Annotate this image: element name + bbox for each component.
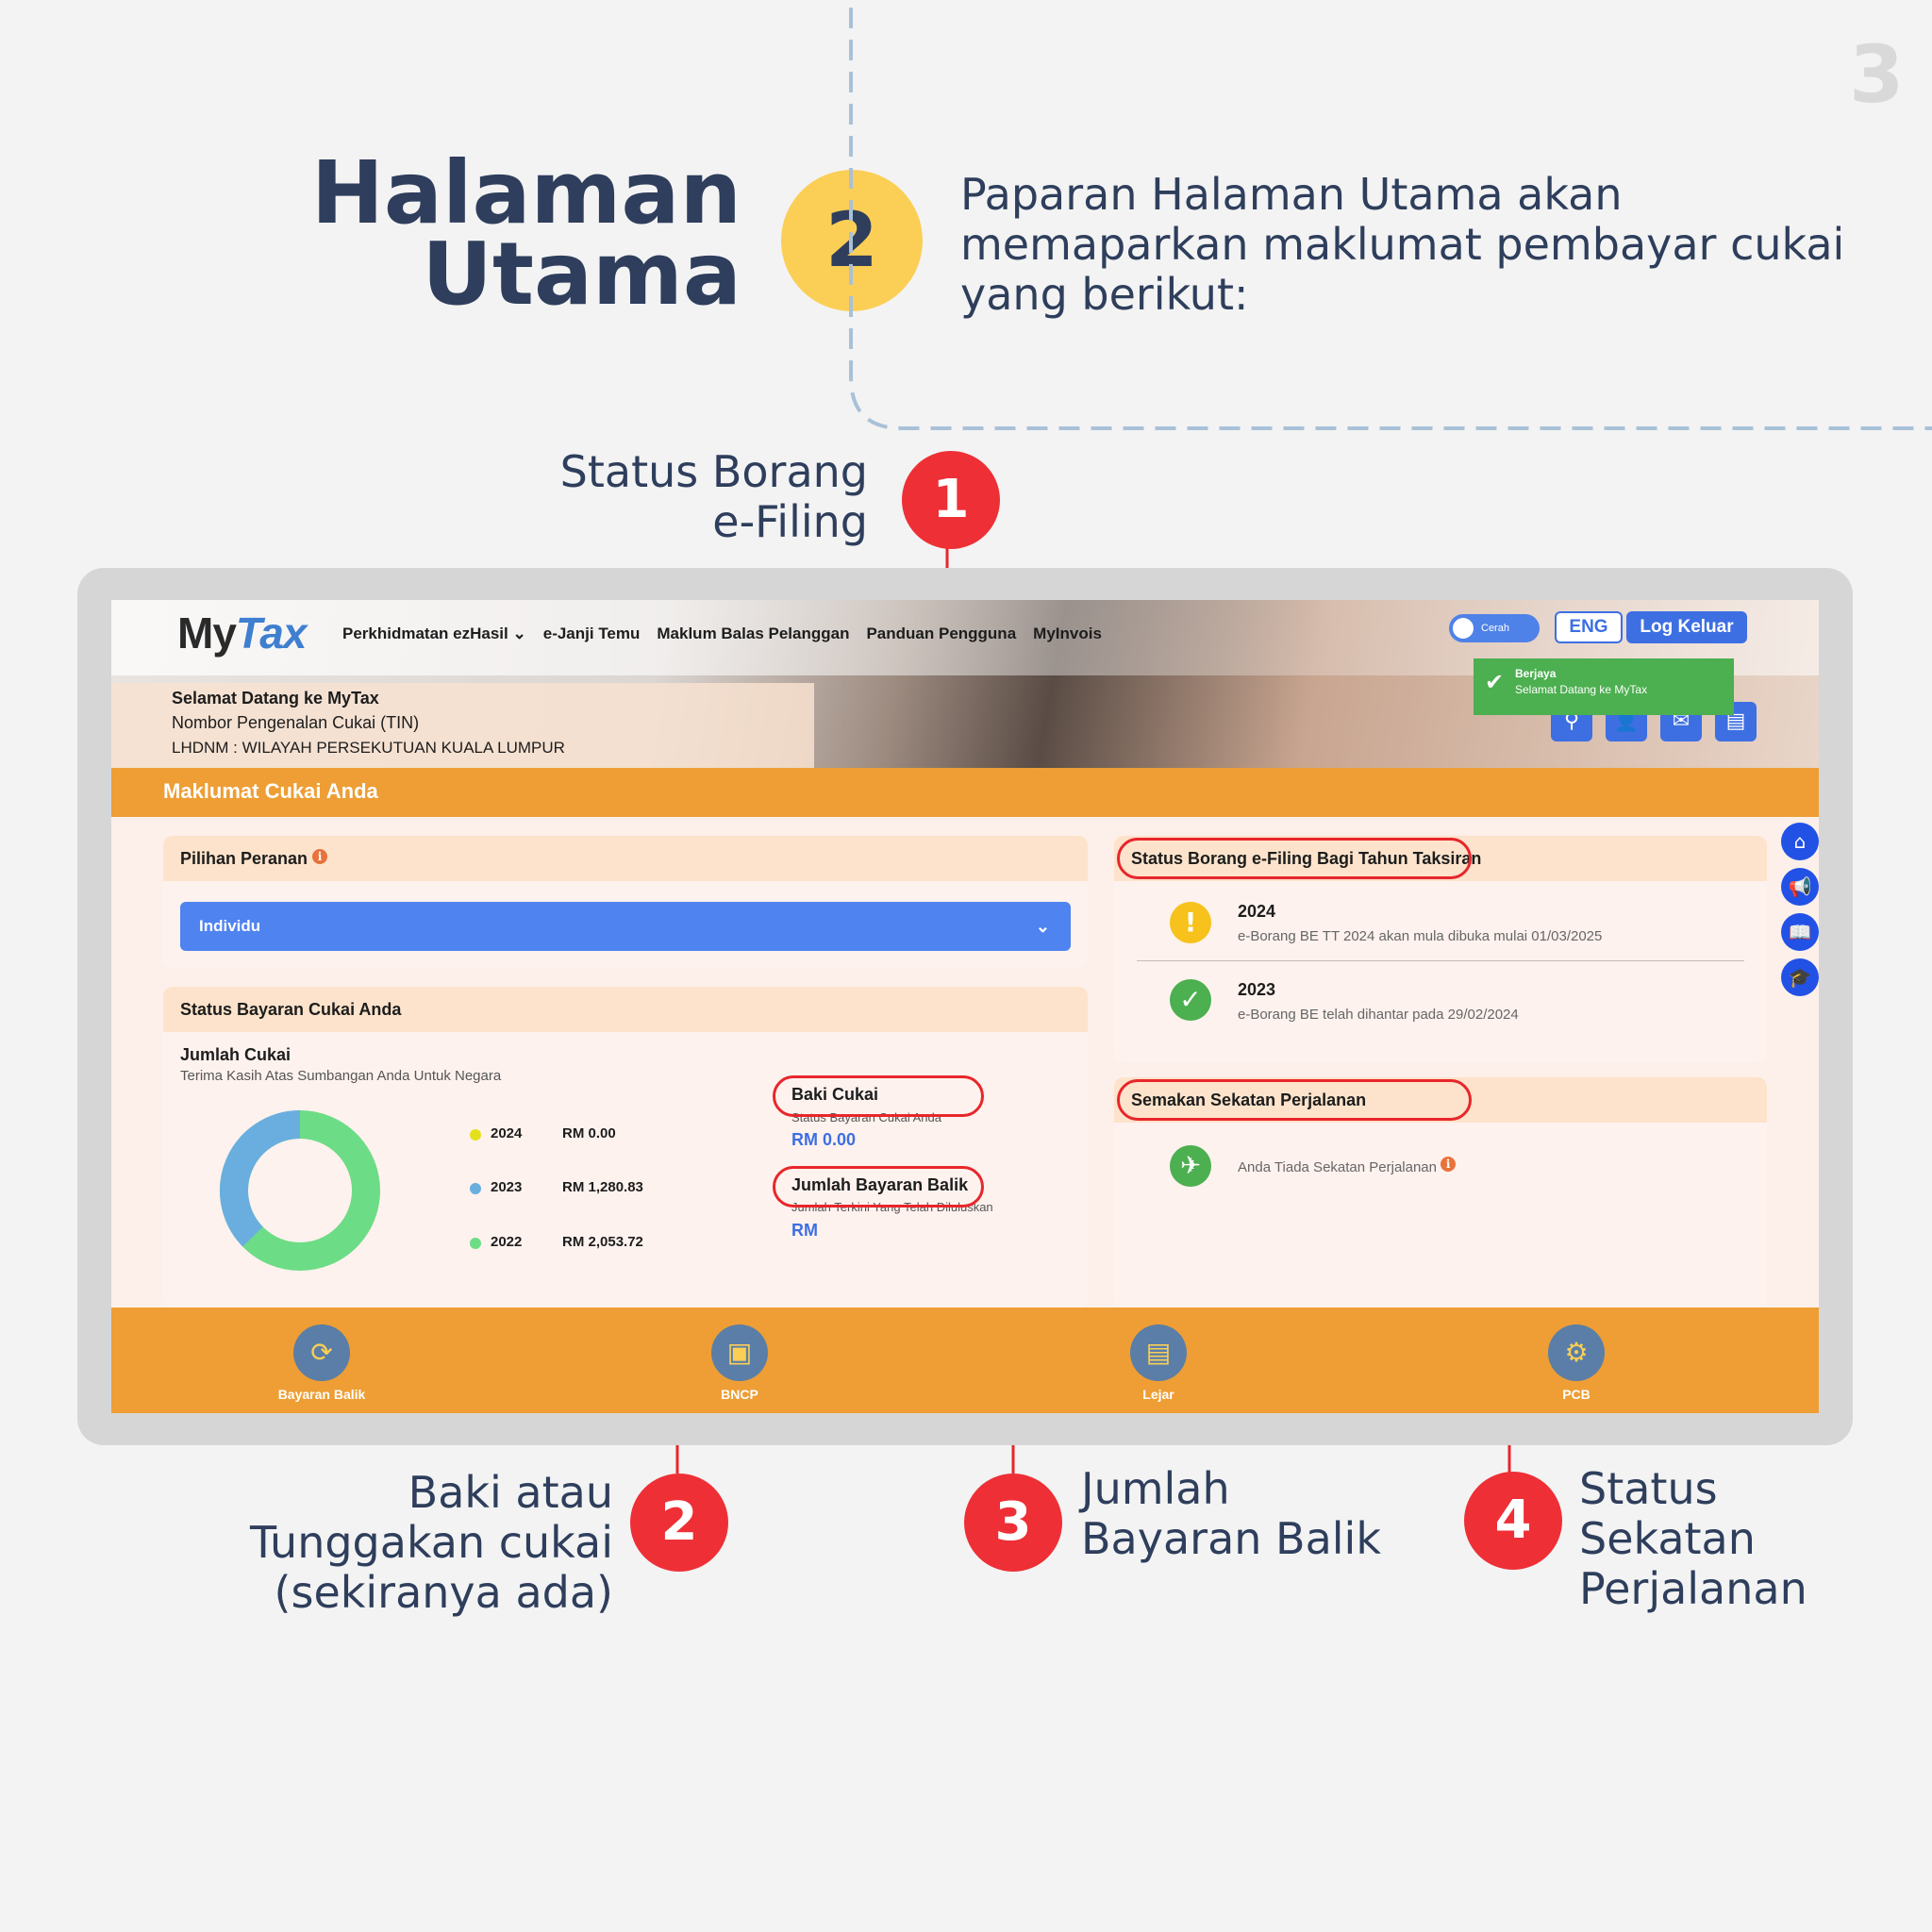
efiling-panel: Status Borang e-Filing Bagi Tahun Taksir…: [1114, 836, 1767, 1062]
balance-subtitle: Status Bayaran Cukai Anda: [791, 1110, 941, 1124]
certificate-icon: ▣: [711, 1324, 768, 1381]
top-nav: Perkhidmatan ezHasil ⌄ e-Janji Temu Makl…: [342, 625, 1102, 643]
side-icons: ⌂ 📢 📖 🎓: [1781, 823, 1819, 996]
section-bar: Maklumat Cukai Anda: [111, 768, 1819, 817]
menu-bayaran-balik[interactable]: ⟳Bayaran Balik: [246, 1324, 397, 1402]
total-tax-title: Jumlah Cukai: [180, 1045, 291, 1064]
efiling-year-2023: 2023: [1238, 980, 1276, 999]
announcement-icon[interactable]: 📢: [1781, 868, 1819, 906]
intro-text: Paparan Halaman Utama akan memaparkan ma…: [960, 169, 1845, 320]
role-select[interactable]: Individu⌄: [180, 902, 1071, 951]
menu-bncp[interactable]: ▣BNCP: [664, 1324, 815, 1402]
theme-toggle[interactable]: Cerah: [1449, 614, 1540, 642]
legend-dot-2023: [470, 1183, 481, 1194]
welcome-text: Selamat Datang ke MyTax: [172, 689, 379, 708]
payment-panel: Status Bayaran Cukai Anda Jumlah Cukai T…: [163, 987, 1088, 1307]
graduation-icon[interactable]: 🎓: [1781, 958, 1819, 996]
info-icon[interactable]: i: [312, 849, 328, 864]
refund-highlight: [773, 1166, 984, 1208]
dashed-divider: [849, 8, 1932, 430]
efiling-desc-2024: e-Borang BE TT 2024 akan mula dibuka mul…: [1238, 928, 1603, 944]
info-icon[interactable]: i: [1441, 1157, 1457, 1172]
callout-3-label: Jumlah Bayaran Balik: [1081, 1463, 1381, 1564]
nav-perkhidmatan-ezhasil[interactable]: Perkhidmatan ezHasil ⌄: [342, 625, 526, 642]
callout-2-label: Baki atau Tunggakan cukai (sekiranya ada…: [249, 1467, 613, 1618]
balance-title: Baki Cukai: [791, 1085, 879, 1104]
mytax-logo[interactable]: MyTax: [177, 608, 307, 658]
book-icon[interactable]: 📖: [1781, 913, 1819, 951]
travel-highlight: [1117, 1079, 1472, 1121]
legend-dot-2022: [470, 1238, 481, 1249]
check-circle-icon: ✓: [1170, 979, 1211, 1021]
donut-segment-2023: [220, 1110, 301, 1247]
nav-myinvois[interactable]: MyInvois: [1033, 625, 1102, 642]
legend-year-2023: 2023: [491, 1179, 523, 1195]
role-panel-header: Pilihan Peranan i: [163, 836, 1088, 881]
airplane-icon: ✈: [1170, 1145, 1211, 1187]
document-icon[interactable]: ▤: [1715, 702, 1757, 741]
chevron-down-icon: ⌄: [1035, 917, 1050, 936]
menu-lejar[interactable]: ▤Lejar: [1083, 1324, 1234, 1402]
chevron-down-icon: ⌄: [512, 625, 526, 642]
legend-year-2024: 2024: [491, 1125, 523, 1141]
callout-4-label: Status Sekatan Perjalanan: [1579, 1463, 1807, 1614]
refund-icon: ⟳: [293, 1324, 350, 1381]
efiling-year-2024: 2024: [1238, 902, 1276, 921]
toast-message: Selamat Datang ke MyTax: [1515, 683, 1648, 696]
office-label: LHDNM : WILAYAH PERSEKUTUAN KUALA LUMPUR: [172, 739, 565, 757]
callout-3-badge: 3: [964, 1474, 1062, 1572]
callout-1-label: Status Borang e-Filing: [559, 446, 868, 547]
efiling-desc-2023: e-Borang BE telah dihantar pada 29/02/20…: [1238, 1007, 1519, 1023]
check-icon: ✔: [1485, 670, 1505, 695]
warning-icon: !: [1170, 902, 1211, 943]
nav-panduan-pengguna[interactable]: Panduan Pengguna: [866, 625, 1017, 642]
refund-title: Jumlah Bayaran Balik: [791, 1175, 969, 1194]
toast-title: Berjaya: [1515, 667, 1557, 680]
travel-status: Anda Tiada Sekatan Perjalanan i: [1238, 1157, 1457, 1175]
payment-panel-header: Status Bayaran Cukai Anda: [163, 987, 1088, 1032]
mytax-screen: MyTax Perkhidmatan ezHasil ⌄ e-Janji Tem…: [111, 600, 1819, 1413]
tin-label: Nombor Pengenalan Cukai (TIN): [172, 713, 420, 732]
section-title: Maklumat Cukai Anda: [163, 779, 378, 803]
success-toast: ✔ Berjaya Selamat Datang ke MyTax: [1474, 658, 1734, 715]
nav-maklum-balas[interactable]: Maklum Balas Pelanggan: [657, 625, 850, 642]
calculator-icon: ⚙: [1548, 1324, 1605, 1381]
bottom-menu: ⟳Bayaran Balik ▣BNCP ▤Lejar ⚙PCB: [111, 1307, 1819, 1413]
callout-1-badge: 1: [902, 451, 1000, 549]
balance-highlight: [773, 1075, 984, 1117]
language-button[interactable]: ENG: [1555, 611, 1623, 643]
menu-pcb[interactable]: ⚙PCB: [1501, 1324, 1652, 1402]
ledger-icon: ▤: [1130, 1324, 1187, 1381]
legend-amount-2024: RM 0.00: [562, 1125, 616, 1141]
payment-donut-chart: [220, 1110, 380, 1271]
efiling-divider: [1137, 960, 1744, 961]
page-number: 3: [1849, 28, 1905, 121]
title-line-1: Halaman: [310, 142, 741, 243]
travel-panel: Semakan Sekatan Perjalanan ✈ Anda Tiada …: [1114, 1077, 1767, 1307]
welcome-box: [111, 683, 814, 768]
legend-amount-2022: RM 2,053.72: [562, 1234, 643, 1250]
page-title: Halaman Utama: [251, 142, 741, 325]
role-panel: Pilihan Peranan i Individu⌄: [163, 836, 1088, 968]
nav-e-janji-temu[interactable]: e-Janji Temu: [542, 625, 641, 642]
legend-dot-2024: [470, 1129, 481, 1141]
title-line-2: Utama: [422, 224, 741, 325]
balance-value: RM 0.00: [791, 1130, 857, 1149]
refund-value: RM: [791, 1221, 818, 1240]
legend-amount-2023: RM 1,280.83: [562, 1179, 643, 1195]
callout-2-badge: 2: [630, 1474, 728, 1572]
home-icon[interactable]: ⌂: [1781, 823, 1819, 860]
legend-year-2022: 2022: [491, 1234, 523, 1250]
logout-button[interactable]: Log Keluar: [1626, 611, 1747, 643]
callout-4-badge: 4: [1464, 1472, 1562, 1570]
efiling-highlight: [1117, 838, 1472, 879]
efiling-panel-header: Status Borang e-Filing Bagi Tahun Taksir…: [1114, 836, 1767, 881]
travel-panel-header: Semakan Sekatan Perjalanan: [1114, 1077, 1767, 1123]
total-tax-subtitle: Terima Kasih Atas Sumbangan Anda Untuk N…: [180, 1068, 502, 1084]
